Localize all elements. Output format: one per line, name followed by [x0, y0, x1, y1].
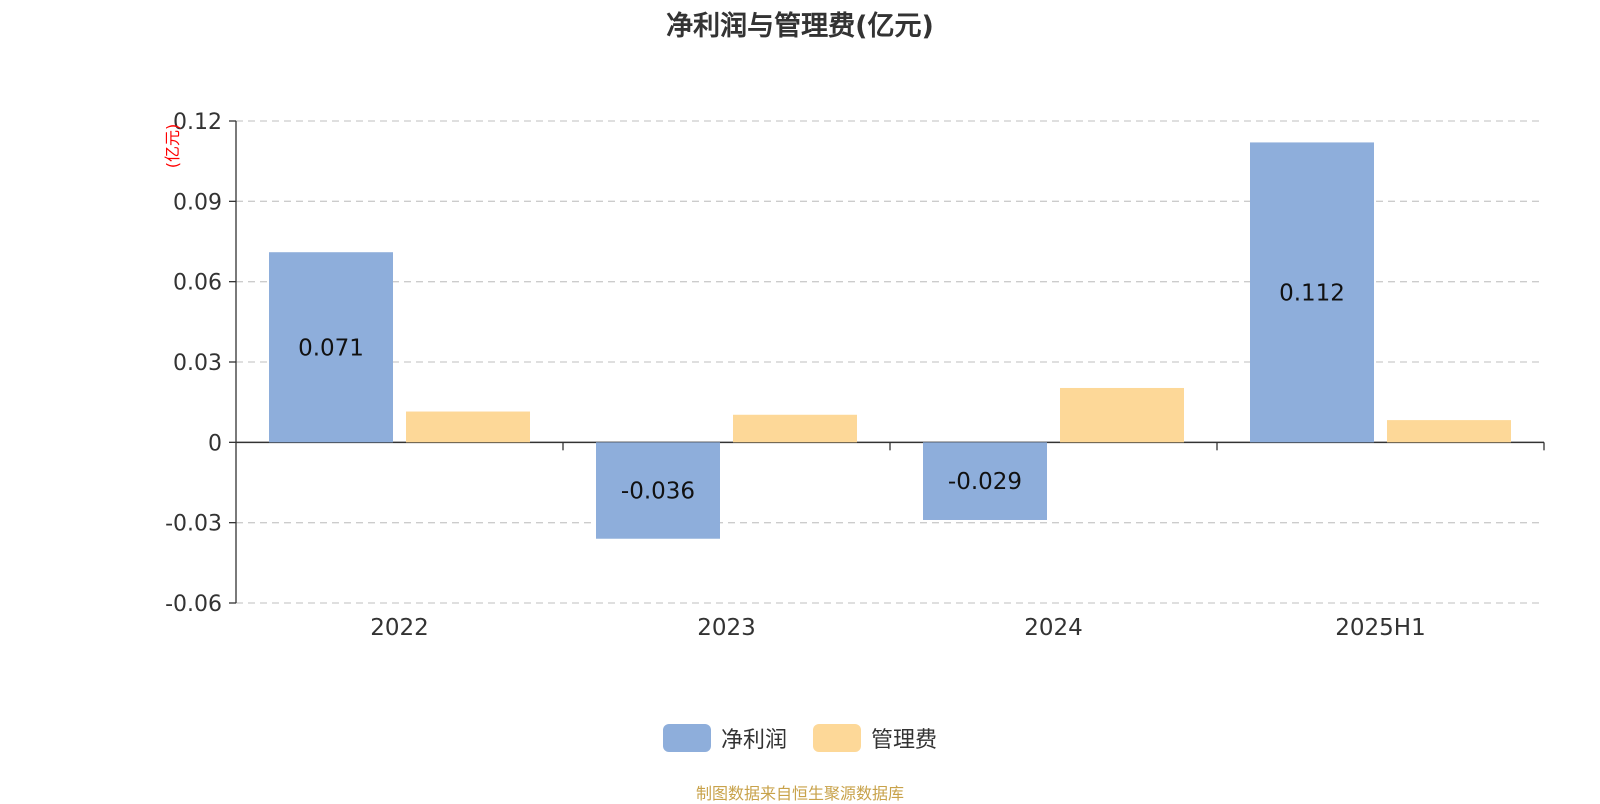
bar-net-profit [1250, 142, 1374, 443]
y-tick-label: 0.06 [173, 271, 222, 296]
source-note: 制图数据来自恒生聚源数据库 [695, 784, 904, 803]
legend-swatch-net-profit [662, 724, 711, 752]
data-label: -0.029 [948, 469, 1022, 495]
data-label: 0.071 [298, 335, 364, 361]
y-tick-label: -0.06 [165, 592, 222, 617]
legend-swatch-management-fee [813, 724, 861, 752]
chart-legend: 净利润 管理费 [0, 722, 1600, 754]
data-label: 0.112 [1279, 280, 1345, 306]
bar-net-profit [923, 442, 1047, 520]
bar-management-fee [406, 411, 530, 443]
legend-item-net-profit[interactable]: 净利润 [662, 722, 787, 754]
y-tick-label: 0.03 [173, 351, 222, 376]
bar-management-fee [1060, 387, 1184, 443]
bar-net-profit [269, 252, 393, 443]
y-tick-label: 0.12 [173, 110, 222, 135]
data-label: -0.036 [621, 479, 695, 505]
x-tick-label: 2025H1 [1335, 615, 1425, 641]
legend-label-management-fee: 管理费 [871, 728, 938, 753]
legend-item-management-fee[interactable]: 管理费 [813, 722, 937, 754]
bar-net-profit [596, 442, 720, 539]
x-tick-label: 2024 [1024, 615, 1083, 641]
y-tick-label: -0.03 [165, 512, 222, 537]
y-tick-label: 0 [208, 431, 222, 456]
bar-management-fee [1387, 420, 1511, 443]
chart-title: 净利润与管理费(亿元) [666, 11, 934, 42]
y-tick-label: 0.09 [173, 190, 222, 215]
x-tick-label: 2023 [697, 615, 756, 641]
legend-label-net-profit: 净利润 [720, 728, 787, 753]
x-tick-label: 2022 [370, 615, 429, 641]
bar-management-fee [733, 414, 857, 443]
y-axis-label: (亿元) [163, 124, 182, 169]
